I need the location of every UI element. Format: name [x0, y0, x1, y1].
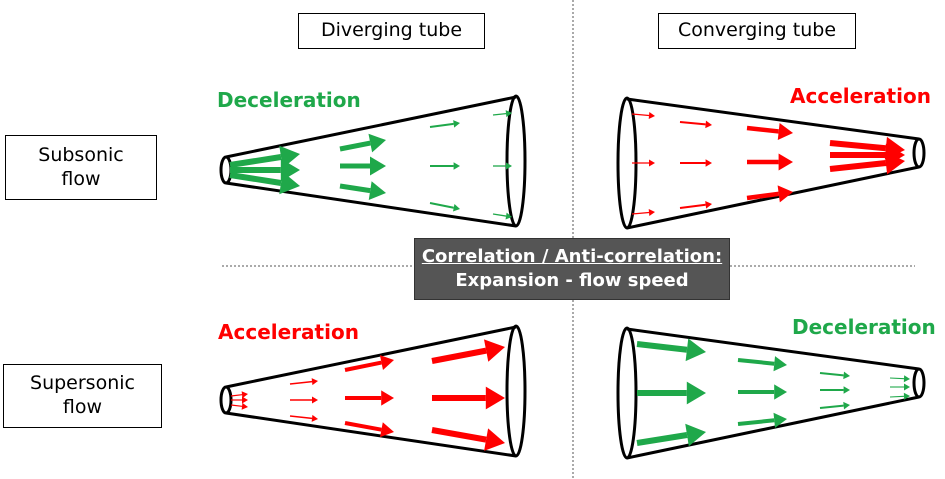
green-arrow	[339, 183, 371, 194]
green-arrow-head	[843, 386, 850, 394]
green-arrow-head	[506, 162, 512, 170]
red-arrow-head	[705, 159, 712, 167]
red-arrow	[679, 203, 706, 209]
green-arrow	[492, 213, 507, 217]
red-arrow	[679, 121, 706, 126]
green-arrow-head	[452, 204, 460, 212]
correlation-title: Correlation / Anti-correlation:	[421, 245, 723, 267]
label-bottom-left: Acceleration	[218, 320, 359, 344]
red-arrow-head	[381, 390, 394, 406]
red-arrow-head	[778, 153, 793, 171]
red-arrow-head	[648, 209, 655, 217]
red-arrow	[829, 160, 887, 172]
label-top-left: Deceleration	[217, 88, 361, 112]
red-arrow	[746, 125, 779, 134]
red-arrow-head	[242, 396, 248, 404]
red-arrow-head	[241, 402, 248, 410]
tube-bottom-left	[219, 324, 527, 458]
red-arrow	[631, 211, 650, 215]
correlation-subtitle: Expansion - flow speed	[455, 270, 689, 291]
row-header-subsonic: Subsonic flow	[5, 135, 157, 200]
green-arrow	[492, 112, 507, 116]
red-arrow-head	[705, 120, 712, 129]
red-arrow-head	[379, 355, 394, 371]
tube-top-right	[616, 96, 926, 230]
red-arrow-head	[311, 414, 318, 422]
green-arrow	[636, 341, 688, 353]
green-arrow	[339, 140, 371, 152]
green-arrow-head	[773, 356, 787, 372]
red-arrow-head	[483, 339, 505, 362]
green-arrow-head	[903, 392, 910, 400]
red-arrow-head	[705, 201, 712, 209]
green-arrow	[889, 395, 905, 398]
red-arrow-head	[241, 391, 248, 399]
column-header-converging-label: Converging tube	[677, 19, 837, 42]
green-arrow-head	[505, 212, 512, 220]
green-arrow	[429, 202, 454, 209]
red-arrow-head	[312, 396, 318, 404]
red-arrow-head	[777, 185, 793, 203]
column-header-converging: Converging tube	[658, 13, 856, 49]
green-arrow	[737, 358, 775, 366]
tube-top-left	[219, 94, 527, 228]
column-header-diverging: Diverging tube	[298, 13, 485, 49]
red-arrow	[289, 380, 313, 385]
row-header-supersonic: Supersonic flow	[3, 364, 162, 428]
green-arrow-head	[903, 375, 910, 383]
red-arrow	[230, 394, 243, 397]
green-arrow-head	[685, 338, 706, 362]
red-arrow	[431, 347, 487, 364]
green-arrow	[636, 432, 688, 446]
green-arrow-head	[686, 381, 706, 405]
tube-bottom-right	[616, 326, 926, 460]
green-arrow-head	[370, 156, 386, 176]
red-arrow	[344, 421, 382, 432]
red-arrow-head	[484, 428, 505, 451]
red-arrow	[431, 427, 487, 443]
red-arrow-head	[777, 122, 793, 140]
green-arrow-head	[505, 110, 512, 118]
column-header-diverging-label: Diverging tube	[320, 19, 463, 42]
green-arrow-head	[685, 423, 706, 447]
correlation-box: Correlation / Anti-correlation: Expansio…	[414, 238, 730, 300]
green-arrow-head	[453, 162, 460, 170]
red-arrow	[289, 415, 313, 420]
red-arrow-head	[485, 386, 505, 410]
green-arrow-head	[774, 384, 787, 400]
green-arrow	[429, 122, 454, 128]
green-arrow-head	[843, 371, 850, 380]
green-arrow-head	[773, 412, 787, 428]
green-arrow-head	[904, 383, 910, 391]
row-header-supersonic-label: Supersonic flow	[30, 372, 135, 418]
green-arrow	[819, 404, 844, 409]
red-arrow	[829, 140, 887, 152]
red-arrow-head	[380, 422, 394, 438]
red-arrow	[746, 191, 780, 201]
label-bottom-right: Deceleration	[792, 315, 936, 339]
flow-arrows	[229, 110, 910, 451]
green-arrow	[229, 172, 282, 186]
green-arrow	[737, 418, 775, 426]
green-arrow	[889, 377, 905, 380]
green-arrow-head	[368, 181, 386, 200]
red-arrow-head	[311, 378, 318, 386]
green-arrow-head	[843, 401, 850, 410]
green-arrow-head	[453, 120, 460, 128]
green-arrow	[229, 154, 282, 168]
green-arrow-head	[279, 171, 300, 195]
green-arrow-head	[368, 133, 386, 153]
green-arrow	[819, 372, 844, 377]
row-header-subsonic-label: Subsonic flow	[38, 143, 124, 190]
red-arrow-head	[884, 151, 905, 175]
red-arrow	[631, 113, 650, 117]
label-top-right: Acceleration	[790, 84, 931, 108]
red-arrow	[344, 360, 382, 372]
red-arrow	[230, 404, 243, 407]
red-arrow-head	[648, 111, 655, 119]
red-arrow-head	[649, 159, 655, 167]
